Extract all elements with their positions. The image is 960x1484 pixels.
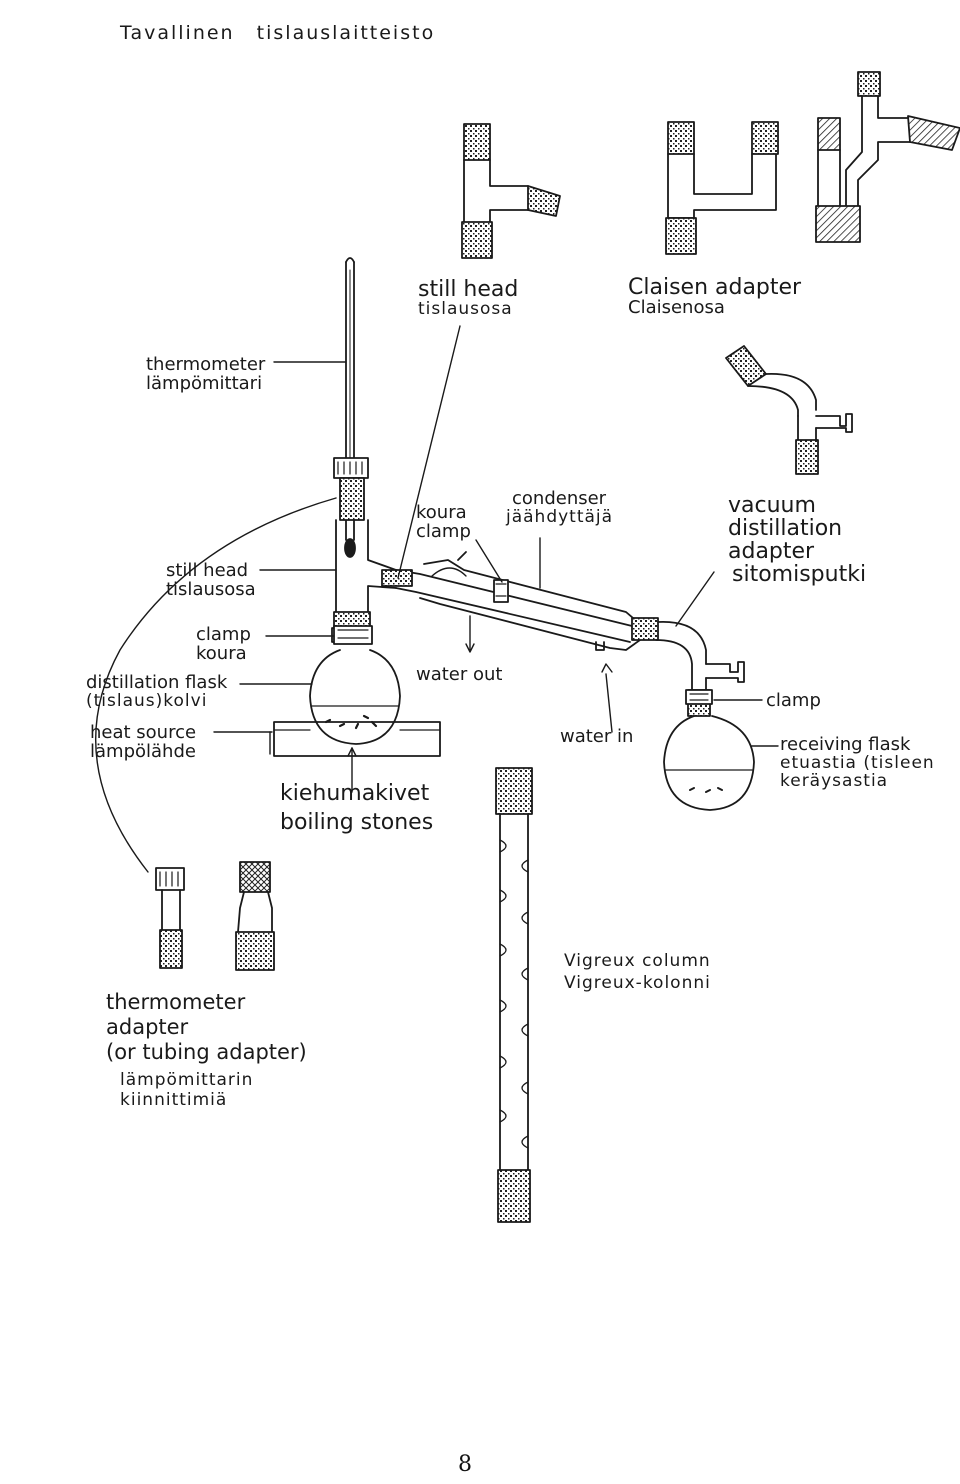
receiving-flask [663,715,755,811]
condenser [381,551,641,651]
vacuum-adapter-label: vacuum distillation adapter sitomisputki [728,494,866,586]
clamp-left-label: clamp koura [196,624,251,664]
vacuum-adapter-piece [725,345,853,475]
page-number: 8 [458,1452,472,1477]
condenser-en: condenser [512,488,607,509]
thermometer-adapter-en-3: (or tubing adapter) [106,1040,307,1065]
clamp-left-fi: koura [196,642,247,664]
vacuum-en-1: vacuum [728,493,816,518]
claisen-fi: Claisenosa [628,297,725,319]
thermometer-adapter-label: thermometer adapter (or tubing adapter) … [106,990,307,1110]
still-head-side-fi: tislausosa [166,578,256,600]
thermometer-fi: lämpömittari [146,372,263,394]
distillation-flask [309,649,401,745]
distillation-flask-fi: (tislaus)kolvi [86,690,208,711]
still-head-top-fi: tislausosa [418,299,513,320]
claisen-adapter-label: Claisen adapter Claisenosa [628,276,801,318]
water-out-label: water out [416,664,503,685]
still-head-top-en: still head [418,277,519,302]
flask-clamp [333,625,373,645]
vacuum-en-3: adapter [728,539,815,565]
vigreux-column [495,767,533,1223]
receiving-flask-fi-1: etuastia (tisleen [780,752,935,773]
vigreux-column-label: Vigreux column Vigreux-kolonni [564,950,711,994]
distillation-flask-en: distillation flask [86,672,228,693]
claisen-en: Claisen adapter [628,275,802,300]
vacuum-en-2: distillation [728,516,843,542]
koura-clamp-fi: koura [416,502,467,523]
condenser-label: condenser jäähdyttäjä [506,488,614,527]
heat-source-en: heat source [90,722,197,743]
title-line-1: Tavallinen [120,22,235,44]
boiling-stones-en: boiling stones [280,809,434,835]
thermometer-adapter-en-1: thermometer [106,990,246,1014]
thermometer-adapter-fi-1: lämpömittarin [120,1069,254,1090]
thermometer-adapter-pieces [155,861,275,971]
still-head-top-label: still head tislausosa [418,278,518,319]
heat-source-label: heat source lämpölähde [90,722,197,762]
title-line-2: tislauslaitteisto [256,22,436,44]
thermometer-label: thermometer lämpömittari [146,354,266,394]
water-in-label: water in [560,726,634,747]
thermometer-adapter-fi-2: kiinnittimiä [120,1089,228,1110]
still-head-side-en: still head [166,560,249,581]
clamp-left-en: clamp [196,624,251,645]
thermometer-en: thermometer [146,354,266,375]
thermometer-adapter-en-2: adapter [106,1015,189,1040]
diagram-title: Tavallinen tislauslaitteisto [120,22,449,44]
thermometer-adapter-assembled [333,457,369,521]
heat-source-fi: lämpölähde [90,740,196,762]
receiving-flask-label: receiving flask etuastia (tisleen keräys… [780,734,935,791]
vacuum-fi: sitomisputki [732,562,867,588]
receiving-flask-en: receiving flask [780,734,911,755]
still-head-side-label: still head tislausosa [166,560,256,600]
receiving-flask-fi-2: keräysastia [780,770,889,791]
clamp-right-label: clamp [766,690,821,711]
boiling-stones-label: kiehumakivet boiling stones [280,780,433,837]
leader-lines [95,325,779,873]
still-head-piece-top [461,123,561,259]
vacuum-adapter-assembled [631,617,745,717]
claisen-still-head-piece [815,71,960,243]
heat-source [273,721,441,757]
claisen-adapter-piece [665,121,779,255]
distillation-flask-label: distillation flask (tislaus)kolvi [86,672,228,711]
vigreux-fi: Vigreux-kolonni [564,973,711,994]
koura-clamp-en: clamp [416,520,471,542]
condenser-fi: jäähdyttäjä [506,506,614,527]
boiling-stones-fi: kiehumakivet [280,781,430,806]
koura-clamp-label: koura clamp [416,502,471,542]
vigreux-en: Vigreux column [564,951,711,971]
